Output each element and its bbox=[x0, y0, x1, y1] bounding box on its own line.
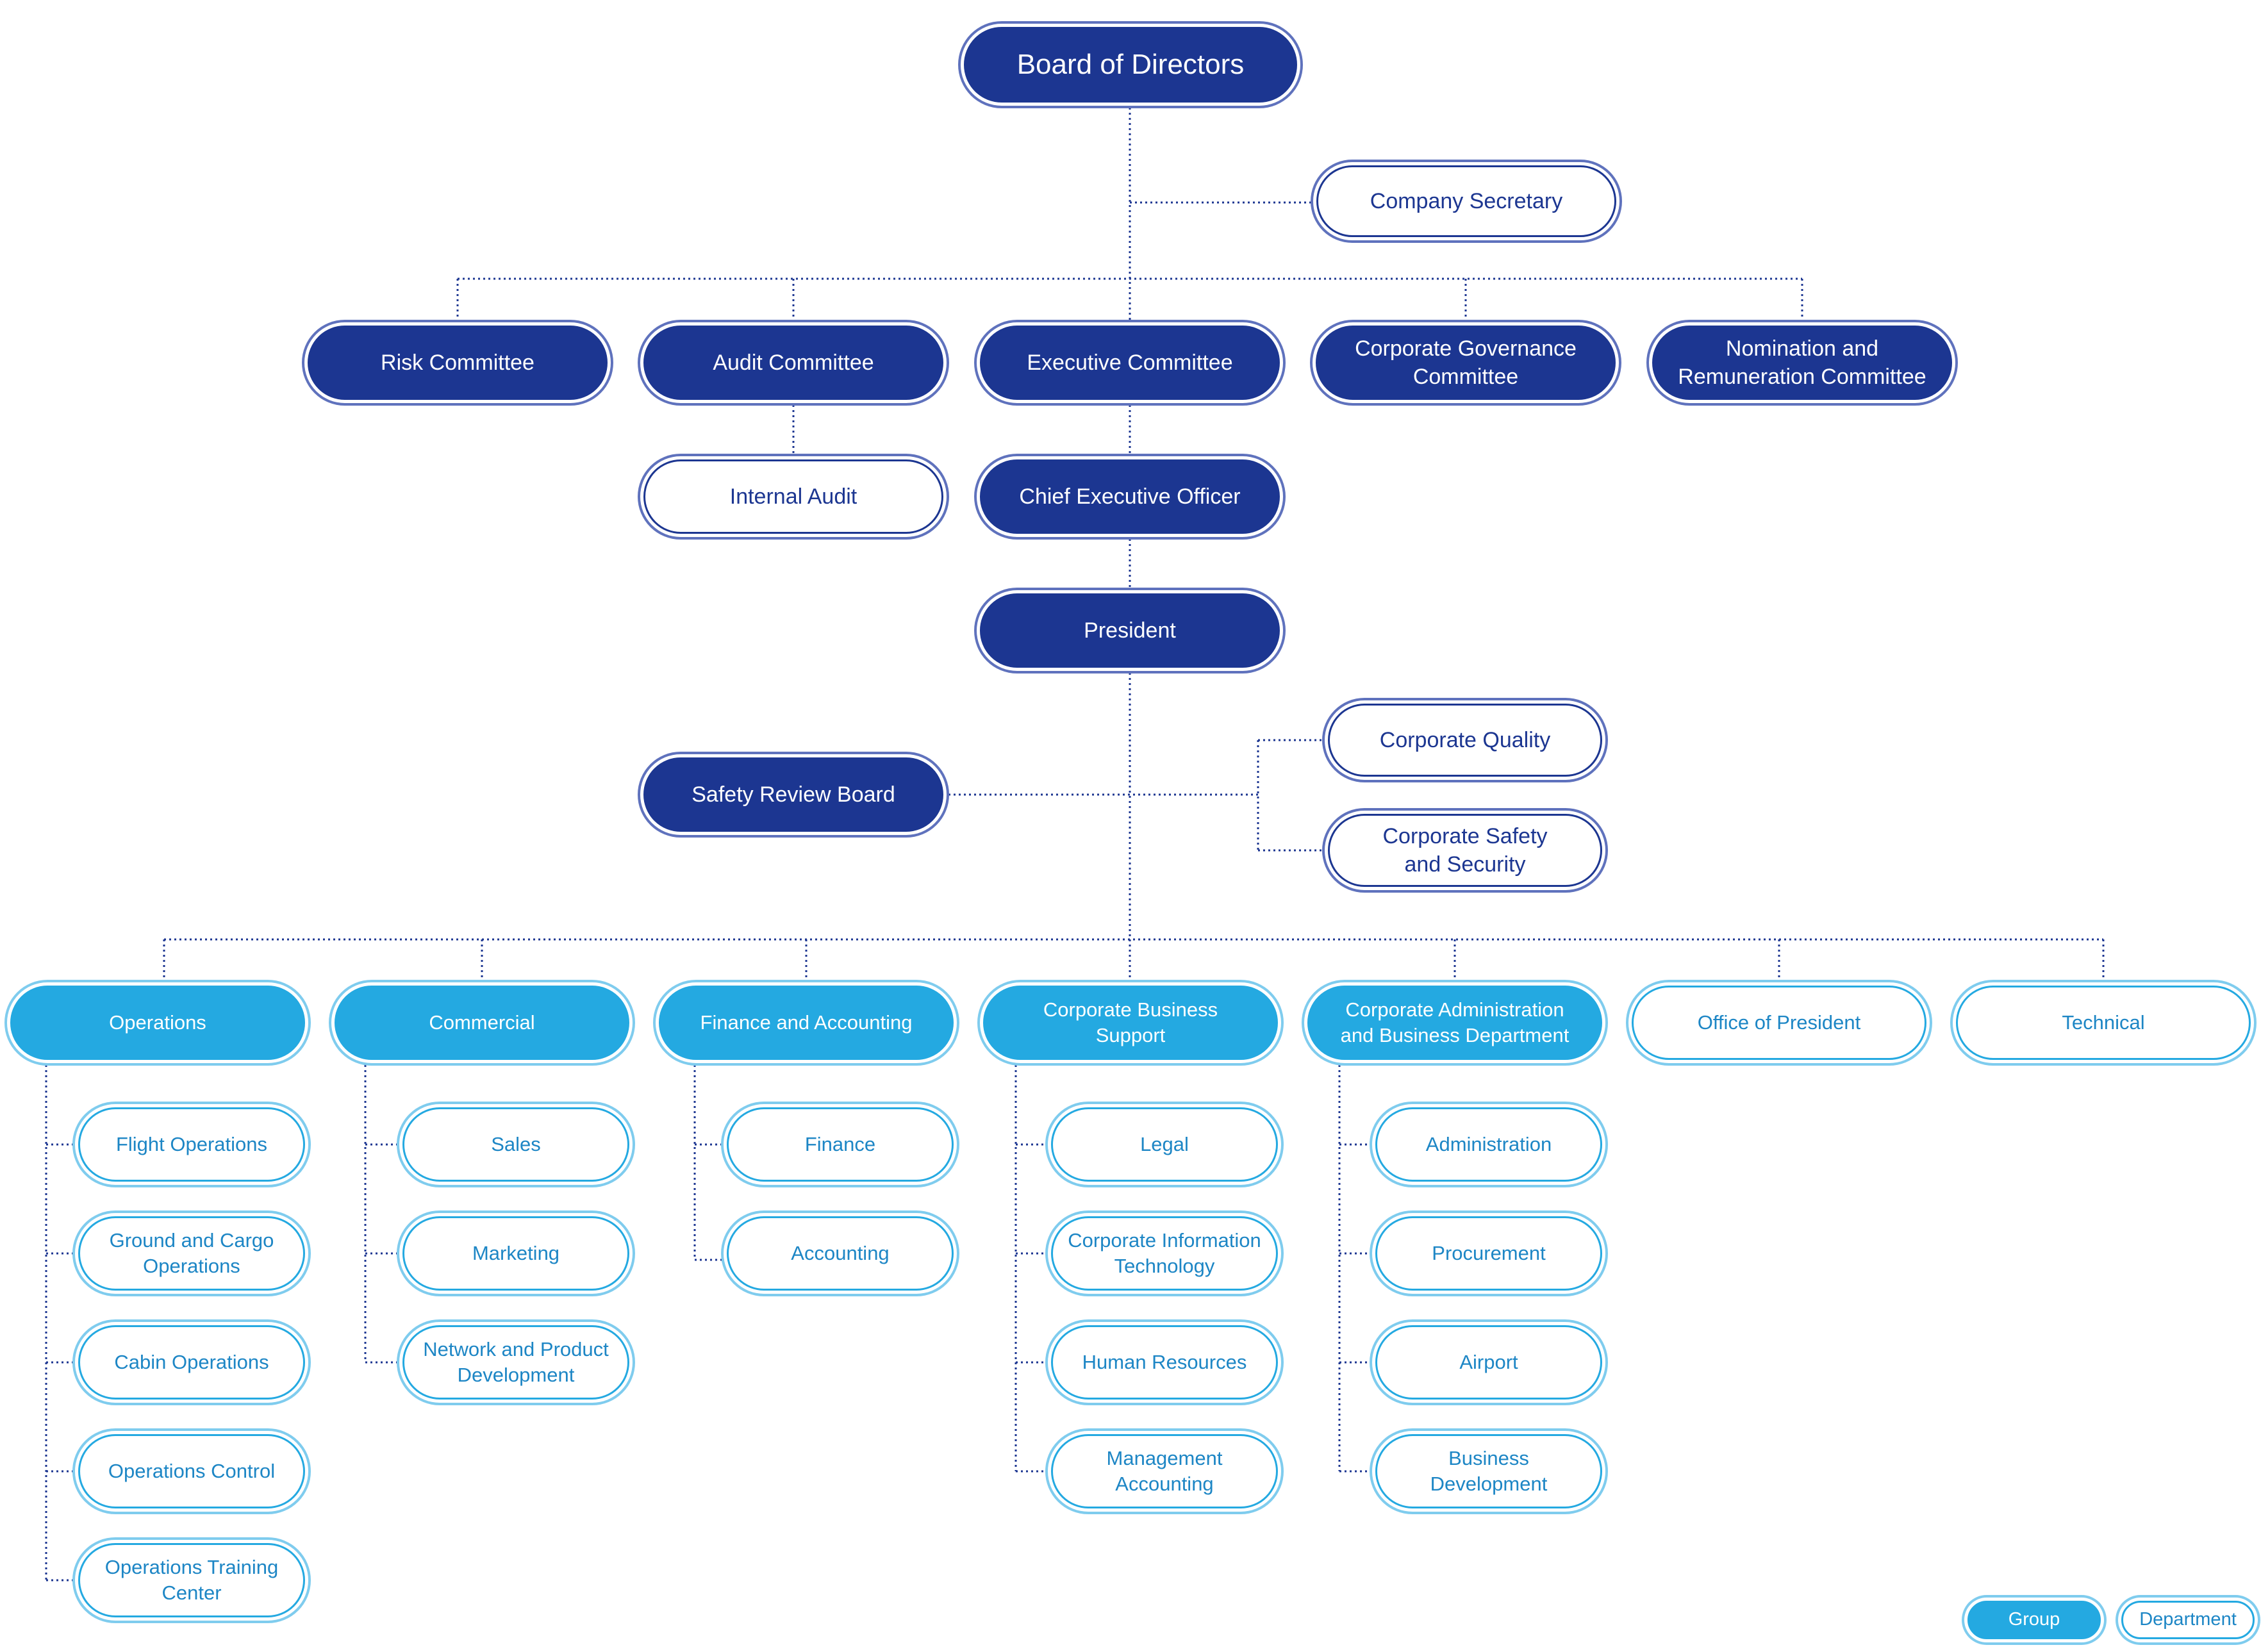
office-of-president-label: Office of President bbox=[1697, 1011, 1861, 1034]
dept-flight-operations-label: Flight Operations bbox=[115, 1132, 268, 1155]
dept-ground-cargo-operations: Ground and Cargo Operations bbox=[78, 1216, 305, 1291]
dept-finance-label: Finance bbox=[804, 1132, 876, 1155]
dept-management-accounting: Management Accounting bbox=[1051, 1434, 1278, 1508]
risk-committee-node: Risk Committee bbox=[308, 326, 608, 400]
board-of-directors-label: Board of Directors bbox=[1016, 49, 1245, 81]
corporate-governance-committee-node: Corporate Governance Committee bbox=[1316, 326, 1616, 400]
dept-corporate-it: Corporate Information Technology bbox=[1051, 1216, 1278, 1291]
dept-airport: Airport bbox=[1375, 1325, 1602, 1400]
safety-review-board-label: Safety Review Board bbox=[692, 782, 895, 807]
dept-operations-control-label: Operations Control bbox=[108, 1459, 276, 1482]
executive-committee-node: Executive Committee bbox=[980, 326, 1280, 400]
dept-marketing: Marketing bbox=[402, 1216, 629, 1291]
dept-human-resources-label: Human Resources bbox=[1082, 1350, 1247, 1373]
dept-administration-label: Administration bbox=[1425, 1132, 1552, 1155]
corporate-quality-node: Corporate Quality bbox=[1328, 704, 1602, 777]
dept-administration: Administration bbox=[1375, 1107, 1602, 1182]
dept-network-product-development: Network and Product Development bbox=[402, 1325, 629, 1400]
audit-committee-node: Audit Committee bbox=[643, 326, 943, 400]
legend-department-label: Department bbox=[2139, 1609, 2237, 1630]
dept-operations-training-center: Operations Training Center bbox=[78, 1543, 305, 1617]
office-of-president-node: Office of President bbox=[1632, 986, 1926, 1060]
group-corporate-business-support-label: Corporate Business Support bbox=[1043, 998, 1218, 1046]
ceo-node: Chief Executive Officer bbox=[980, 459, 1280, 534]
group-commercial: Commercial bbox=[335, 986, 629, 1060]
nomination-remuneration-committee-node: Nomination and Remuneration Committee bbox=[1652, 326, 1952, 400]
dept-legal-label: Legal bbox=[1140, 1132, 1189, 1155]
dept-operations-control: Operations Control bbox=[78, 1434, 305, 1508]
dept-cabin-operations: Cabin Operations bbox=[78, 1325, 305, 1400]
dept-flight-operations: Flight Operations bbox=[78, 1107, 305, 1182]
dept-procurement-label: Procurement bbox=[1432, 1241, 1546, 1264]
group-operations-label: Operations bbox=[109, 1011, 206, 1034]
dept-business-development-label: Business Development bbox=[1430, 1446, 1548, 1495]
technical-label: Technical bbox=[2062, 1011, 2145, 1034]
dept-legal: Legal bbox=[1051, 1107, 1278, 1182]
dept-accounting-label: Accounting bbox=[791, 1241, 890, 1264]
dept-network-product-development-label: Network and Product Development bbox=[423, 1337, 609, 1386]
company-secretary-node: Company Secretary bbox=[1316, 165, 1616, 237]
corporate-safety-security-node: Corporate Safety and Security bbox=[1328, 814, 1602, 887]
dept-accounting: Accounting bbox=[727, 1216, 954, 1291]
legend-department-swatch: Department bbox=[2121, 1601, 2255, 1639]
group-corporate-administration: Corporate Administration and Business De… bbox=[1307, 986, 1602, 1060]
internal-audit-node: Internal Audit bbox=[643, 459, 943, 534]
group-commercial-label: Commercial bbox=[429, 1011, 535, 1034]
executive-committee-label: Executive Committee bbox=[1027, 350, 1233, 375]
group-finance-accounting: Finance and Accounting bbox=[659, 986, 954, 1060]
dept-ground-cargo-operations-label: Ground and Cargo Operations bbox=[109, 1228, 274, 1277]
board-of-directors-node: Board of Directors bbox=[964, 27, 1297, 103]
dept-airport-label: Airport bbox=[1459, 1350, 1518, 1373]
dept-business-development: Business Development bbox=[1375, 1434, 1602, 1508]
group-finance-accounting-label: Finance and Accounting bbox=[700, 1011, 913, 1034]
dept-operations-training-center-label: Operations Training Center bbox=[104, 1555, 279, 1604]
president-node: President bbox=[980, 593, 1280, 668]
dept-finance: Finance bbox=[727, 1107, 954, 1182]
dept-cabin-operations-label: Cabin Operations bbox=[114, 1350, 269, 1373]
internal-audit-label: Internal Audit bbox=[729, 484, 857, 509]
dept-corporate-it-label: Corporate Information Technology bbox=[1068, 1228, 1261, 1277]
nomination-remuneration-committee-label: Nomination and Remuneration Committee bbox=[1678, 336, 1926, 389]
group-corporate-business-support: Corporate Business Support bbox=[983, 986, 1278, 1060]
legend-group-swatch: Group bbox=[1967, 1601, 2101, 1639]
technical-node: Technical bbox=[1956, 986, 2251, 1060]
risk-committee-label: Risk Committee bbox=[381, 350, 534, 375]
group-corporate-administration-label: Corporate Administration and Business De… bbox=[1340, 998, 1569, 1046]
company-secretary-label: Company Secretary bbox=[1370, 188, 1563, 213]
audit-committee-label: Audit Committee bbox=[713, 350, 874, 375]
dept-management-accounting-label: Management Accounting bbox=[1106, 1446, 1223, 1495]
dept-human-resources: Human Resources bbox=[1051, 1325, 1278, 1400]
corporate-safety-security-label: Corporate Safety and Security bbox=[1382, 823, 1548, 877]
corporate-governance-committee-label: Corporate Governance Committee bbox=[1355, 336, 1577, 389]
group-operations: Operations bbox=[10, 986, 305, 1060]
ceo-label: Chief Executive Officer bbox=[1019, 484, 1241, 509]
dept-sales: Sales bbox=[402, 1107, 629, 1182]
legend-group-label: Group bbox=[2008, 1609, 2060, 1630]
president-label: President bbox=[1084, 618, 1176, 643]
dept-marketing-label: Marketing bbox=[472, 1241, 560, 1264]
safety-review-board-node: Safety Review Board bbox=[643, 757, 943, 832]
dept-procurement: Procurement bbox=[1375, 1216, 1602, 1291]
dept-sales-label: Sales bbox=[491, 1132, 541, 1155]
corporate-quality-label: Corporate Quality bbox=[1379, 727, 1551, 752]
